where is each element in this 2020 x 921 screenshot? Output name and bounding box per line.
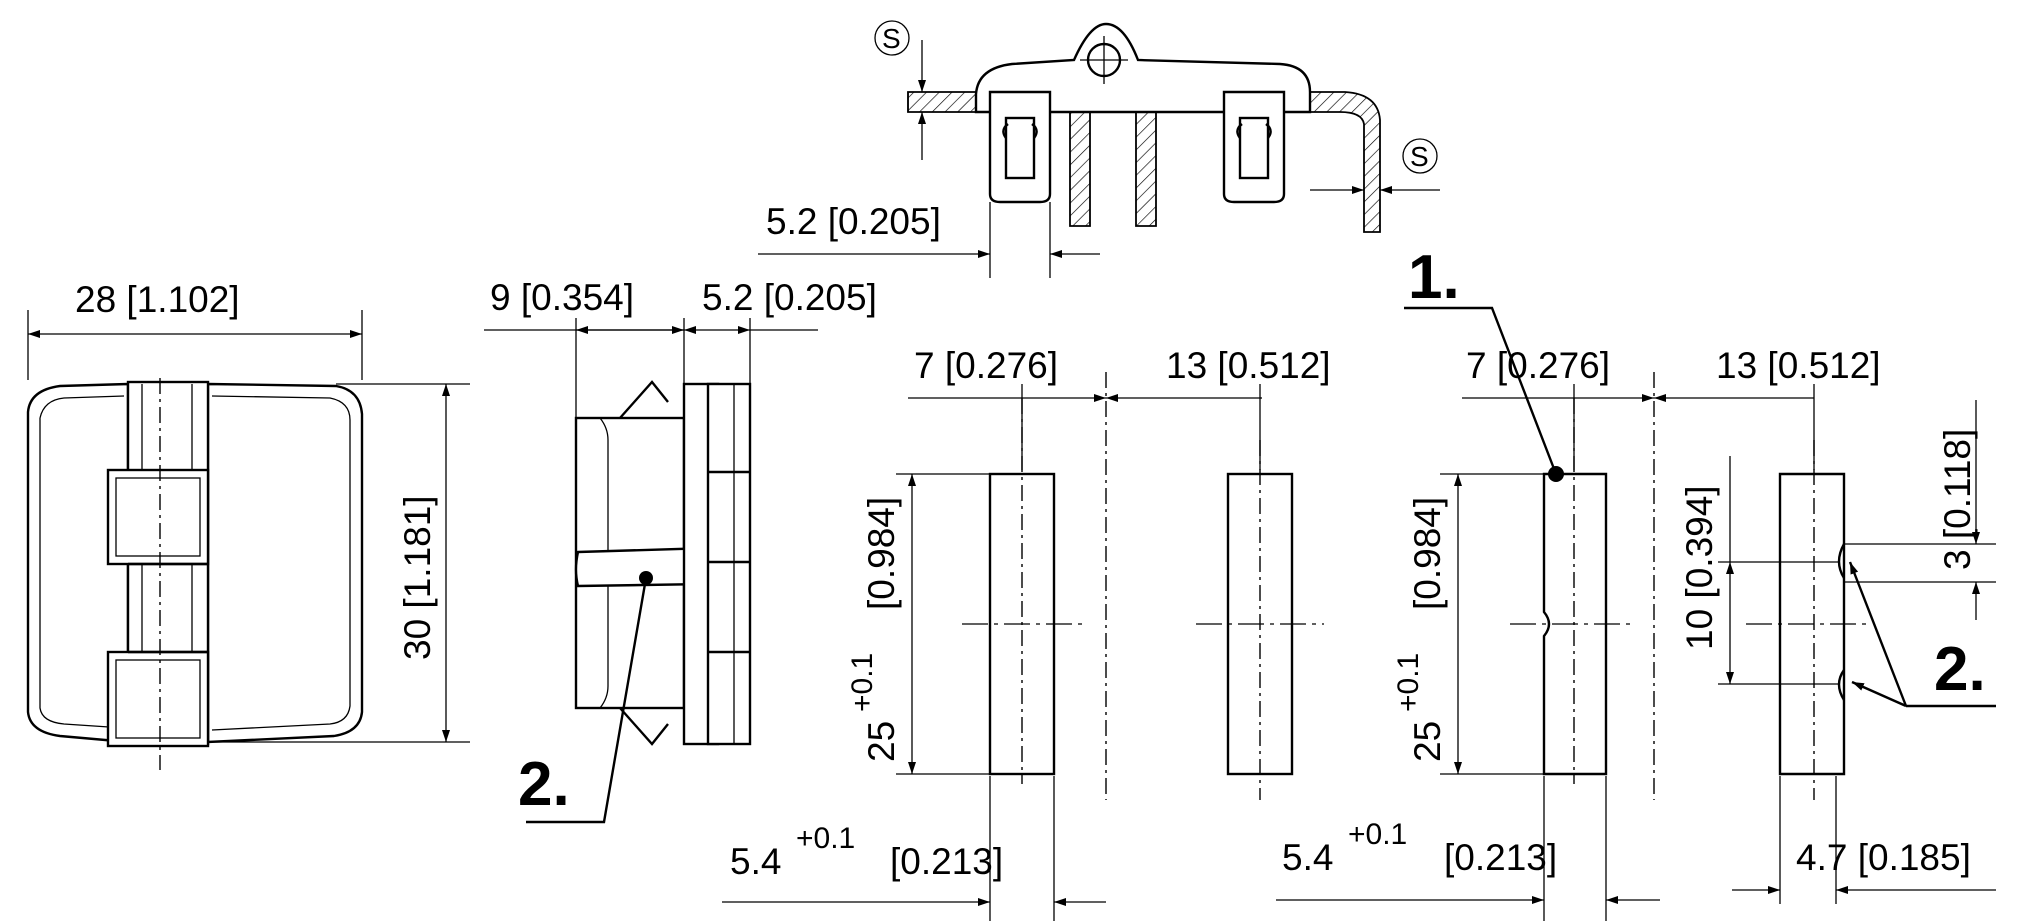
cutout-2-dim-25-tol: +0.1 — [1392, 653, 1425, 712]
cutout-1-dim-13-label: 13 [0.512] — [1166, 345, 1331, 386]
section-view — [907, 22, 1381, 233]
cutout-2-dim-13: 13 [0.512] — [1654, 345, 1881, 470]
cutout-1-dim-54-tol: +0.1 — [796, 822, 855, 855]
cutout-2 — [1510, 372, 1872, 800]
cutout-2-dim-7-label: 7 [0.276] — [1466, 345, 1610, 386]
cutout-2-dim-54-tol: +0.1 — [1348, 818, 1407, 851]
cutout-2-dim-3: 3 [0.118] — [1844, 400, 1996, 620]
cutout-1-dim-7-label: 7 [0.276] — [914, 345, 1058, 386]
cutout-2-dim-47-label: 4.7 [0.185] — [1796, 837, 1971, 878]
callout-cutout-2-label: 2. — [1934, 635, 1986, 704]
cutout-2-dim-25: 25 +0.1 [0.984] — [1392, 473, 1544, 775]
cutout-1-dim-25: 25 +0.1 [0.984] — [846, 473, 990, 775]
dim-height-30: 30 [1.181] — [210, 383, 470, 743]
cutout-1-dim-25-tol: +0.1 — [846, 653, 879, 712]
hinge-front-view — [26, 378, 364, 770]
cutout-2-dim-54-label: 5.4 — [1282, 837, 1333, 878]
dim-depth-9: 9 [0.354] 5.2 [0.205] — [484, 277, 877, 418]
cutout-1-dim-25-label: 25 — [861, 721, 902, 762]
cutout-2-dim-54: 5.4 +0.1 [0.213] — [1276, 776, 1660, 921]
cutout-1-dim-7: 7 [0.276] — [908, 345, 1106, 470]
callout-cutout-1-label: 1. — [1408, 243, 1460, 312]
cutout-2-dim-25-label: 25 — [1407, 721, 1448, 762]
cutout-2-dim-13-label: 13 [0.512] — [1716, 345, 1881, 386]
dim-top-52: 5.2 [0.205] — [758, 201, 1100, 278]
cutout-2-dim-25-in: [0.984] — [1407, 497, 1448, 610]
cutout-2-dim-10-label: 10 [0.394] — [1679, 485, 1720, 650]
thickness-symbol-right: S — [1410, 141, 1429, 172]
cutout-2-dim-47: 4.7 [0.185] — [1732, 776, 1996, 904]
dim-top-52-label: 5.2 [0.205] — [766, 201, 941, 242]
dim-plate-52-label: 5.2 [0.205] — [702, 277, 877, 318]
dim-width-28: 28 [1.102] — [27, 279, 363, 380]
cutout-2-dim-7: 7 [0.276] — [1462, 345, 1654, 470]
cutout-1-dim-54-in: [0.213] — [890, 841, 1003, 882]
callout-cutout-2: 2. — [1848, 561, 1996, 708]
dim-depth-9-label: 9 [0.354] — [490, 277, 634, 318]
hinge-side-view: 2. — [518, 380, 752, 824]
callout-side-2: 2. — [518, 750, 570, 819]
callout-cutout-1: 1. — [1404, 243, 1564, 482]
cutout-1-dim-25-in: [0.984] — [861, 497, 902, 610]
cutout-1-dim-13: 13 [0.512] — [1106, 345, 1331, 470]
dim-thickness-top: S — [874, 20, 926, 160]
cutout-1 — [962, 372, 1324, 800]
cutout-2-dim-54-in: [0.213] — [1444, 837, 1557, 878]
cutout-1-dim-54: 5.4 +0.1 [0.213] — [722, 776, 1106, 921]
thickness-symbol-top: S — [882, 23, 901, 54]
cutout-2-dim-10: 10 [0.394] — [1679, 456, 1840, 685]
dim-height-30-label: 30 [1.181] — [397, 495, 438, 660]
cutout-2-dim-3-label: 3 [0.118] — [1937, 429, 1978, 570]
cutout-1-dim-54-label: 5.4 — [730, 841, 781, 882]
dim-thickness-right: S — [1310, 138, 1440, 194]
dim-width-28-label: 28 [1.102] — [75, 279, 240, 320]
